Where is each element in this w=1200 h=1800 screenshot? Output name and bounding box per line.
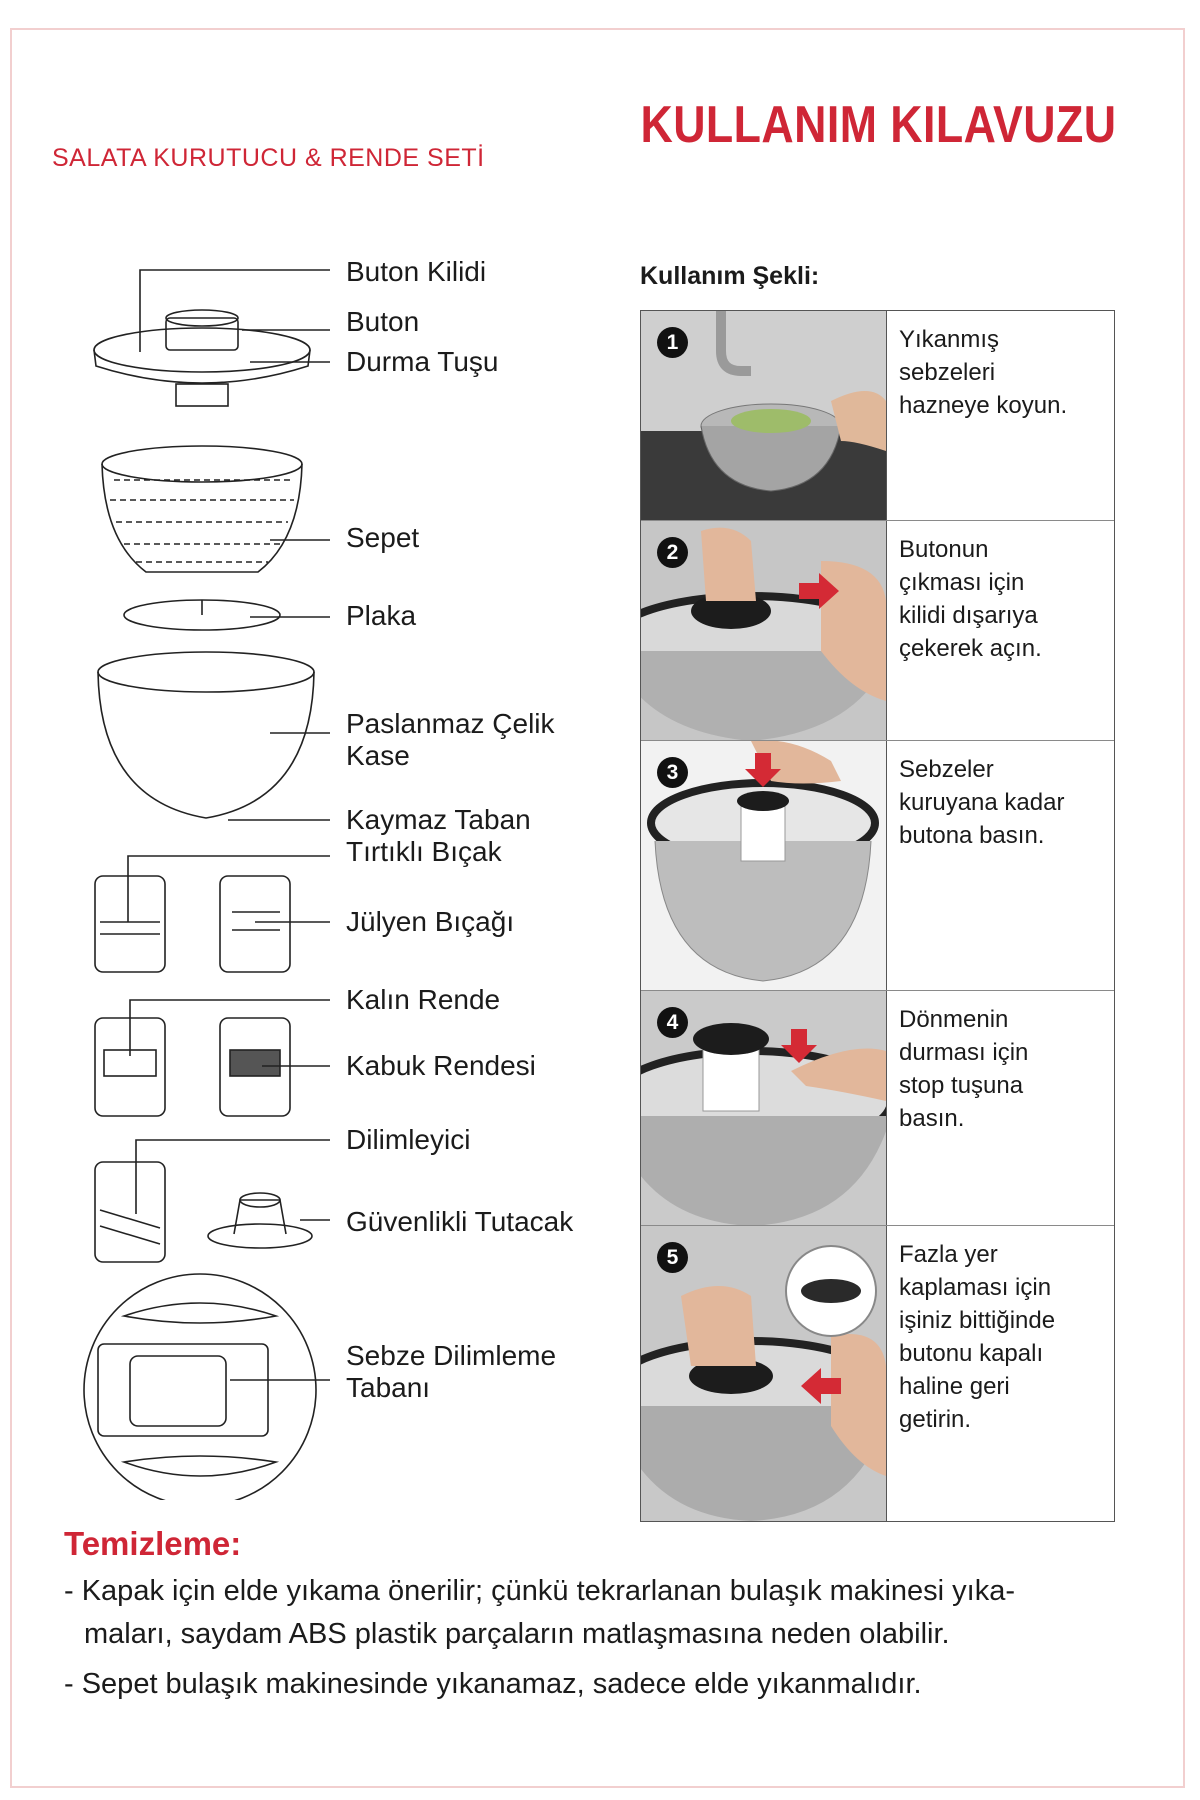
- part-label-julienne-blade: Jülyen Bıçağı: [346, 906, 515, 937]
- step-number-badge: 5: [657, 1242, 688, 1273]
- product-subtitle: SALATA KURUTUCU & RENDE SETİ: [52, 144, 485, 172]
- basket-illustration: [101, 445, 330, 573]
- slicer-illustrations: [94, 1139, 330, 1263]
- step-number-badge: 3: [657, 757, 688, 788]
- part-label-slicing-base: Sebze Dilimleme Tabanı: [346, 1340, 557, 1403]
- step-row: 3 Sebzeler kuruyana kadar butona basın.: [641, 741, 1114, 991]
- part-label-stop-key: Durma Tuşu: [346, 346, 499, 377]
- part-label-safety-holder: Güvenlikli Tutacak: [346, 1206, 574, 1237]
- step-text: Butonun çıkması için kilidi dışarıya çek…: [899, 536, 1042, 662]
- usage-steps-table: 1 Yıkanmış sebzeleri hazneye koyun. 2 Bu…: [640, 310, 1115, 1522]
- part-label-slicer: Dilimleyici: [346, 1124, 471, 1155]
- part-label-basket: Sepet: [346, 522, 420, 553]
- cleaning-heading: Temizleme:: [64, 1525, 242, 1562]
- bowl-illustration: [97, 651, 330, 821]
- cleaning-item: - Sepet bulaşık makinesinde yıkanamaz, s…: [64, 1668, 922, 1700]
- part-label-bowl: Paslanmaz Çelik Kase: [346, 708, 555, 771]
- step-text: Yıkanmış sebzeleri hazneye koyun.: [899, 326, 1068, 419]
- step-row: 1 Yıkanmış sebzeleri hazneye koyun.: [641, 311, 1114, 521]
- step-row: 5 Fazla yer kaplaması için işiniz bittiğ…: [641, 1226, 1114, 1521]
- page-frame: [10, 28, 1185, 1788]
- step-photo: 5: [641, 1226, 887, 1521]
- part-label-peel-grater: Kabuk Rendesi: [346, 1050, 536, 1081]
- step-text: Sebzeler kuruyana kadar butona basın.: [899, 756, 1065, 849]
- step-photo: 4: [641, 991, 887, 1225]
- part-label-button-lock: Buton Kilidi: [346, 256, 487, 287]
- step-number-badge: 2: [657, 537, 688, 568]
- part-label-serrated-blade: Tırtıklı Bıçak: [346, 836, 502, 867]
- step-photo: 3: [641, 741, 887, 990]
- plate-illustration: [123, 599, 330, 631]
- part-label-plate: Plaka: [346, 600, 417, 631]
- step-text: Fazla yer kaplaması için işiniz bittiğin…: [899, 1241, 1056, 1433]
- step-photo: 2: [641, 521, 887, 740]
- slicing-base-illustration: [83, 1273, 330, 1500]
- step-number-badge: 1: [657, 327, 688, 358]
- step-text: Dönmenin durması için stop tuşuna basın.: [899, 1006, 1029, 1132]
- part-label-coarse-grater: Kalın Rende: [346, 984, 501, 1015]
- usage-heading: Kullanım Şekli:: [640, 262, 820, 290]
- blade-illustrations-1: [94, 855, 330, 973]
- parts-diagram: [83, 269, 330, 1500]
- page-title: KULLANIM KILAVUZU: [640, 96, 1116, 154]
- lid-illustration: [93, 269, 330, 407]
- cleaning-item: - Kapak için elde yıkama önerilir; çünkü…: [64, 1575, 1015, 1650]
- blade-illustrations-2: [94, 999, 330, 1117]
- step-row: 2 Butonun çıkması için kilidi dışarıya ç…: [641, 521, 1114, 741]
- part-label-nonslip-base: Kaymaz Taban: [346, 804, 531, 835]
- step-row: 4 Dönmenin durması için stop tuşuna bası…: [641, 991, 1114, 1226]
- step-number-badge: 4: [657, 1007, 688, 1038]
- part-label-button: Buton: [346, 306, 420, 337]
- step-photo: 1: [641, 311, 887, 520]
